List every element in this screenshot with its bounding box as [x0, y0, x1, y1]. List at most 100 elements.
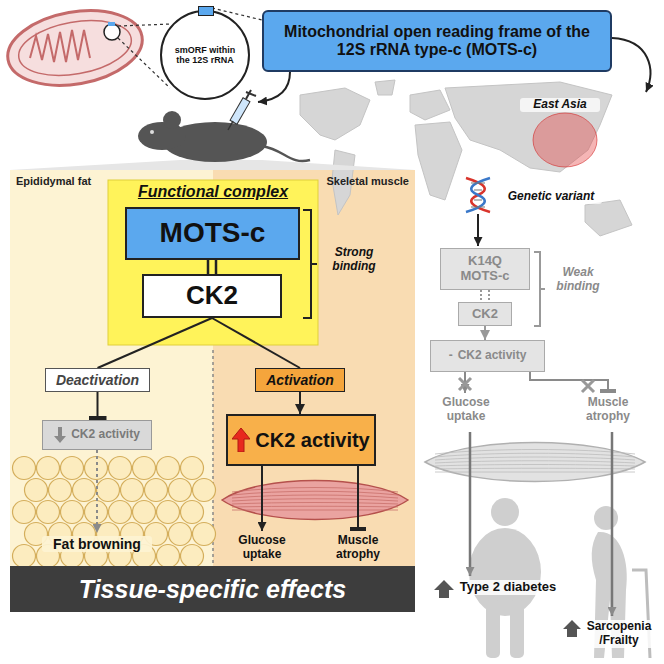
fat-cells: [133, 501, 156, 524]
disease-arrow: [469, 432, 472, 576]
muscle-fiber: [232, 495, 398, 498]
connector: [97, 392, 99, 420]
process-box: Deactivation: [45, 368, 150, 392]
outcome-label: Muscle atrophy: [318, 534, 398, 562]
fat-cells: [157, 545, 180, 568]
variant-arrow: [477, 214, 479, 246]
fat-cells: [145, 479, 168, 502]
node-text: CK2: [472, 307, 498, 322]
muscle-fiber: [232, 488, 398, 511]
weak-binding-bracket: [534, 252, 545, 326]
kinase-box: CK2: [142, 274, 282, 318]
connector: [484, 326, 486, 340]
muscle-fiber-grey: [435, 457, 635, 460]
fat-cells: [61, 457, 84, 480]
world-map: [585, 200, 632, 236]
world-map: [300, 80, 632, 236]
muscle-fiber: [232, 491, 398, 495]
fat-cells: [181, 501, 204, 524]
increase-icon: [434, 580, 454, 598]
activity-box: CK2 activity: [42, 420, 152, 450]
node-text: CK2 activity: [71, 428, 140, 442]
strong-binding-bracket: [303, 210, 317, 318]
disease-label: Type 2 diabetes: [454, 580, 562, 595]
world-map: [300, 88, 370, 140]
disease-label: Sarcopenia /Frailty: [582, 620, 656, 648]
fat-cells: [13, 457, 36, 480]
node-text: K14Q MOTS-c: [455, 254, 515, 284]
mitochondrion: [104, 24, 120, 40]
browning-arrow: [96, 450, 98, 533]
node-text: Deactivation: [56, 372, 139, 388]
mitochondrion: [2, 1, 148, 96]
fat-cells: [133, 457, 156, 480]
connector: [481, 290, 489, 302]
muscle-fiber-grey: [435, 453, 635, 457]
syringe: [228, 121, 233, 130]
change-icon: [232, 428, 250, 452]
activity-box: CK2 activity: [226, 414, 376, 466]
fat-cells: [181, 457, 204, 480]
uptake-arrow: [261, 466, 263, 531]
dna-helix: [471, 183, 485, 207]
muscle-fiber-grey: [435, 465, 635, 467]
banner: Tissue-specific effects: [10, 566, 415, 612]
injection-arrow: [258, 72, 290, 102]
peptide-box: MOTS-c: [125, 207, 300, 260]
connector: [212, 318, 300, 368]
fat-cells: [25, 479, 48, 502]
fat-cells: [157, 457, 180, 480]
world-map: [445, 82, 612, 172]
fat-cells: [73, 479, 96, 502]
complex-fill: [108, 180, 318, 345]
muscle-fiber-grey: [435, 472, 635, 473]
node-text: Epididymal fat: [16, 175, 91, 188]
node-text: CK2: [186, 281, 238, 311]
atrophy-inhibition: [357, 466, 359, 531]
world-map: [410, 90, 450, 120]
person-obese: [469, 498, 541, 658]
mitochondrion: [108, 22, 115, 26]
fat-cells: [109, 501, 132, 524]
fat-cells: [193, 479, 216, 502]
person-obese: [510, 600, 524, 658]
fat-cells: [49, 479, 72, 502]
person-obese: [469, 528, 541, 616]
variant-box: K14Q MOTS-c: [440, 248, 530, 290]
muscle-fiber: [222, 481, 408, 520]
process-box: Activation: [255, 368, 345, 392]
fat-cells: [169, 479, 192, 502]
fat-cells: [13, 457, 216, 568]
change-icon: [54, 427, 66, 443]
mitochondrion: [2, 1, 148, 96]
change-icon: [232, 428, 250, 452]
change-icon: [54, 427, 66, 443]
syringe: [230, 98, 250, 125]
muscle-fiber: [232, 503, 398, 505]
connector: [299, 392, 301, 414]
kinase-box: CK2: [458, 302, 512, 326]
node-text: -: [449, 349, 453, 363]
person-obese: [491, 498, 519, 526]
fat-cells: [61, 501, 84, 524]
fat-cells: [169, 523, 192, 546]
syringe: [228, 90, 256, 130]
muscle-fiber: [232, 510, 398, 511]
variant-label: Genetic variant: [500, 190, 602, 204]
outcome-label: Glucose uptake: [222, 534, 302, 562]
smorf-marker: [198, 6, 214, 16]
change-icon: [232, 428, 250, 452]
muscle-fiber-grey: [435, 468, 635, 470]
mouse: [138, 122, 186, 150]
outcome-label: Glucose uptake: [428, 396, 504, 424]
fat-cells: [181, 545, 204, 568]
world-map: [533, 113, 597, 167]
node-text: Activation: [266, 372, 334, 388]
loss-line: [530, 372, 608, 393]
mouse: [262, 146, 310, 161]
fat-cells: [121, 479, 144, 502]
mouse: [138, 111, 310, 162]
fat-cells: [157, 501, 180, 524]
connector: [208, 260, 216, 274]
